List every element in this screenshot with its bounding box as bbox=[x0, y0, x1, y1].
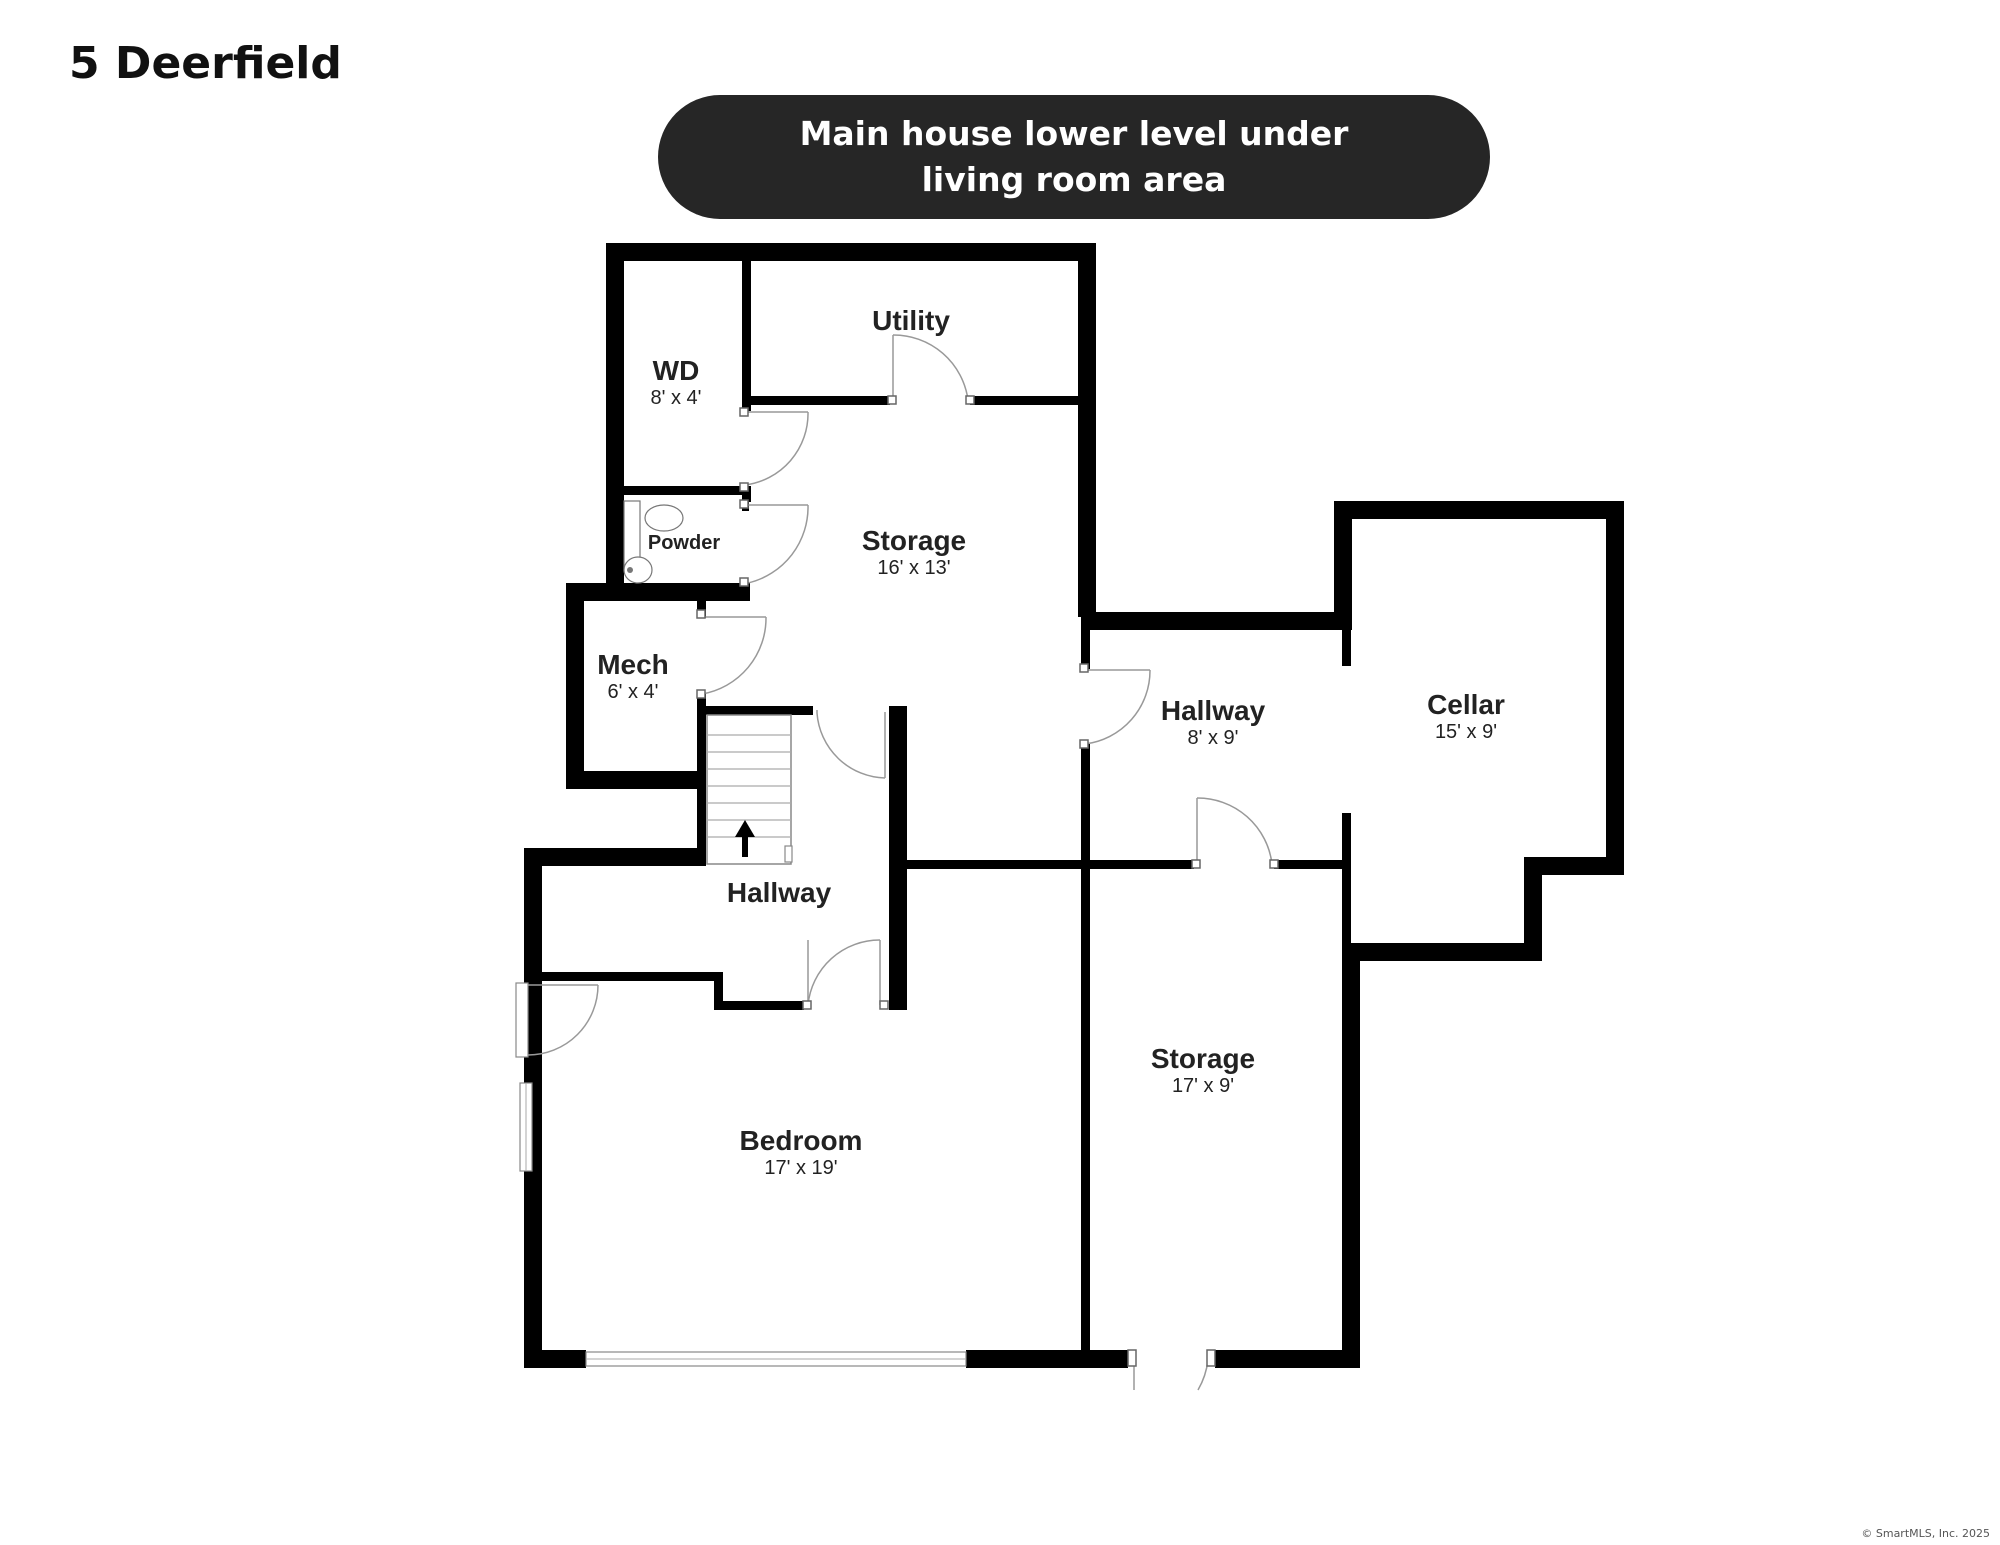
sink-icon bbox=[623, 556, 653, 584]
banner-line-2: living room area bbox=[921, 160, 1227, 199]
page-title: 5 Deerfield bbox=[69, 38, 342, 89]
toilet-icon bbox=[644, 504, 684, 532]
room-cellar-name: Cellar bbox=[1427, 689, 1505, 720]
door-exterior-bottom bbox=[1127, 1349, 1216, 1391]
room-utility-name: Utility bbox=[872, 305, 950, 336]
door-hallway-right bbox=[1079, 663, 1151, 749]
room-labels: WD 8' x 4' Utility Powder Storage 16' x … bbox=[597, 305, 1505, 1179]
room-mech-dims: 6' x 4' bbox=[608, 681, 659, 703]
room-storage-lower-name: Storage bbox=[1151, 1043, 1255, 1074]
door-wd bbox=[739, 407, 809, 492]
door-exterior-left bbox=[515, 982, 599, 1058]
door-powder bbox=[739, 499, 809, 587]
door-storage-lower bbox=[1191, 797, 1279, 869]
room-hallway-left-name: Hallway bbox=[727, 877, 832, 908]
powder-fixtures bbox=[623, 500, 684, 584]
room-cellar-dims: 15' x 9' bbox=[1435, 721, 1497, 743]
copyright-notice: © SmartMLS, Inc. 2025 bbox=[1861, 1527, 1990, 1540]
room-wd-name: WD bbox=[653, 355, 700, 386]
doors bbox=[515, 334, 1279, 1391]
door-bedroom bbox=[802, 939, 889, 1010]
stairs bbox=[706, 714, 793, 865]
room-hallway-right-name: Hallway bbox=[1161, 695, 1266, 726]
room-mech-name: Mech bbox=[597, 649, 669, 680]
windows bbox=[519, 1082, 967, 1367]
room-powder-name: Powder bbox=[648, 532, 720, 554]
walls bbox=[524, 243, 1624, 1368]
door-mech bbox=[696, 609, 767, 699]
room-hallway-right-dims: 8' x 9' bbox=[1188, 727, 1239, 749]
banner-line-1: Main house lower level under bbox=[799, 114, 1349, 153]
room-storage-lower-dims: 17' x 9' bbox=[1172, 1075, 1234, 1097]
arrow-up-icon bbox=[735, 820, 755, 857]
room-storage-upper-dims: 16' x 13' bbox=[877, 557, 950, 579]
room-bedroom-name: Bedroom bbox=[740, 1125, 863, 1156]
room-bedroom-dims: 17' x 19' bbox=[764, 1157, 837, 1179]
door-stair-storage bbox=[816, 710, 886, 779]
door-utility bbox=[887, 334, 975, 405]
room-storage-upper-name: Storage bbox=[862, 525, 966, 556]
room-wd-dims: 8' x 4' bbox=[651, 387, 702, 409]
level-banner: Main house lower level under living room… bbox=[658, 95, 1490, 219]
